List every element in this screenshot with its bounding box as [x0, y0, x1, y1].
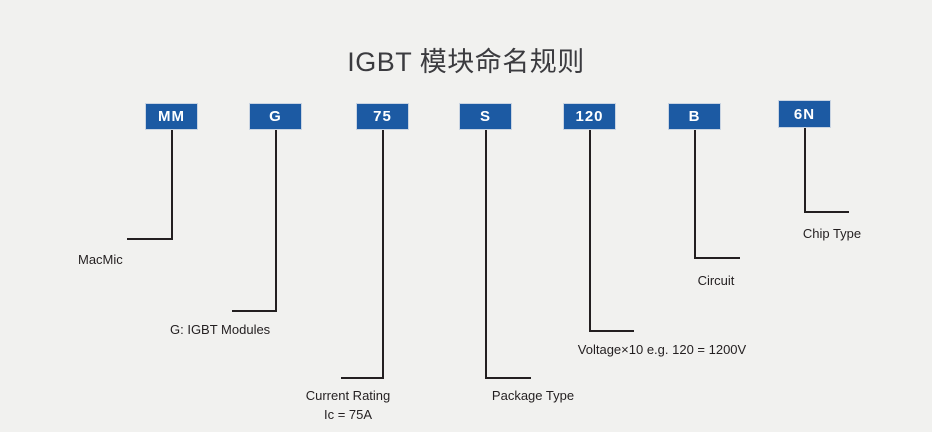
code-box-text: 120 — [575, 108, 604, 125]
code-box-voltage: 120 — [563, 103, 616, 130]
callout-label-line2: Ic = 75A — [323, 407, 373, 422]
callout-label-line1: MacMic — [78, 252, 123, 267]
callout-label-voltage: Voltage×10 e.g. 120 = 1200V — [462, 340, 862, 359]
code-box-chip-type: 6N — [778, 100, 831, 128]
code-box-text: B — [688, 108, 701, 125]
code-box-device-type: G — [249, 103, 302, 130]
leader-line-device-type — [232, 130, 277, 312]
code-box-text: 6N — [793, 105, 816, 123]
callout-label-line1: Package Type — [491, 388, 575, 403]
callout-label-circuit: Circuit — [516, 271, 916, 290]
callout-label-package-type: Package Type — [333, 386, 733, 405]
leader-line-manufacturer — [127, 130, 173, 240]
callout-label-line1: Voltage×10 e.g. 120 = 1200V — [577, 342, 747, 357]
code-box-text: MM — [158, 108, 185, 125]
callout-label-line1: G: IGBT Modules — [170, 322, 271, 337]
code-box-circuit: B — [668, 103, 721, 130]
callout-label-manufacturer: MacMic — [78, 250, 123, 269]
code-box-text: 75 — [373, 108, 392, 125]
code-box-package-type: S — [459, 103, 512, 130]
leader-line-voltage — [589, 130, 634, 332]
callout-label-current-rating: Current Rating Ic = 75A — [148, 386, 548, 424]
page-title: IGBT 模块命名规则 — [347, 47, 585, 77]
callout-label-chip-type: Chip Type — [632, 224, 932, 243]
leader-line-current-rating — [341, 130, 384, 379]
callout-label-line1: Chip Type — [802, 226, 862, 241]
code-box-manufacturer: MM — [145, 103, 198, 130]
code-box-text: S — [479, 108, 491, 125]
callout-label-device-type: G: IGBT Modules — [170, 320, 270, 339]
leader-line-chip-type — [804, 128, 849, 213]
callout-label-line1: Circuit — [697, 273, 735, 288]
code-box-text: G — [269, 108, 282, 125]
callout-label-line1: Current Rating — [305, 388, 391, 403]
code-box-current-rating: 75 — [356, 103, 409, 130]
